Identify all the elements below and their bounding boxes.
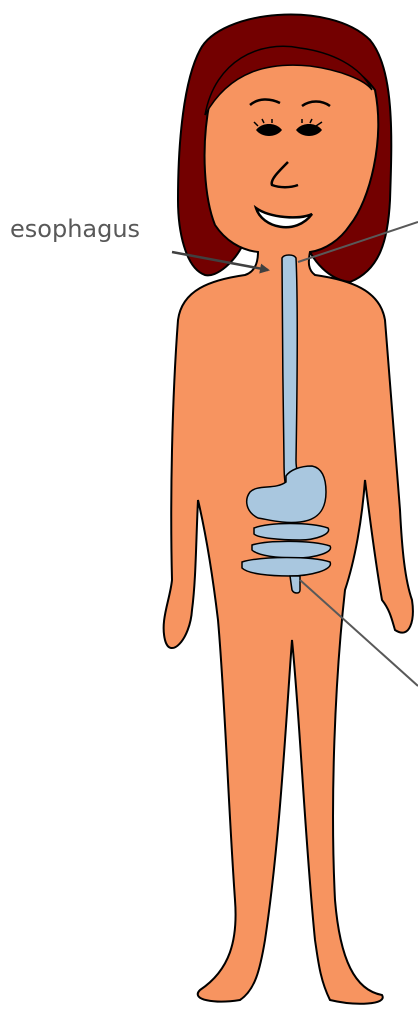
esophagus-label: esophagus <box>10 215 140 243</box>
